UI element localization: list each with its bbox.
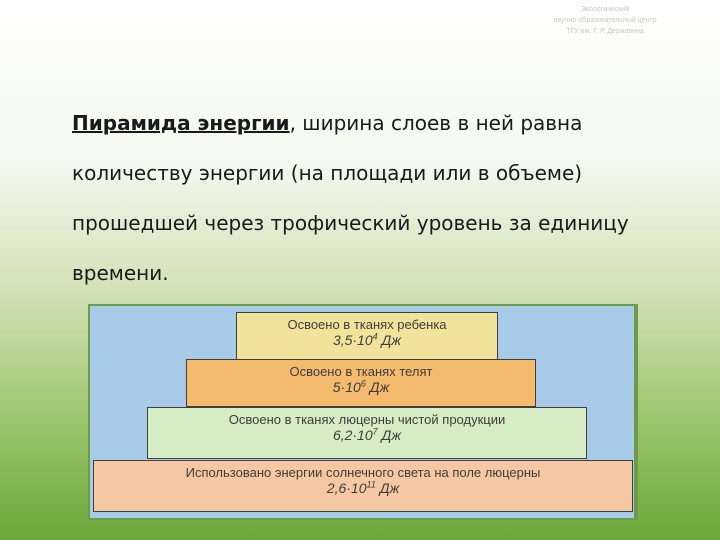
pyramid-term: Пирамида энергии	[72, 111, 290, 135]
value-unit: Дж	[375, 480, 400, 496]
layer-value: 6,2·107 Дж	[148, 427, 586, 444]
value-exponent: 11	[366, 479, 376, 490]
energy-pyramid-figure: Освоено в тканях ребенка 3,5·104 Дж Осво…	[88, 304, 638, 520]
layer-value: 5·106 Дж	[187, 379, 535, 396]
value-exponent: 7	[372, 426, 378, 437]
layer-value: 2,6·1011 Дж	[94, 480, 632, 497]
value-mantissa: 2,6·10	[326, 480, 367, 496]
layer-label: Освоено в тканях люцерны чистой продукци…	[228, 412, 506, 427]
pyramid-layer-calves: Освоено в тканях телят 5·106 Дж	[186, 359, 536, 407]
value-unit: Дж	[365, 379, 390, 395]
organization-line: ТГУ им. Г. Р. Державина	[566, 28, 644, 35]
intro-paragraph: Пирамида энергии, ширина слоев в ней рав…	[72, 98, 672, 298]
pyramid-layer-child: Освоено в тканях ребенка 3,5·104 Дж	[236, 312, 498, 361]
layer-label: Освоено в тканях телят	[289, 364, 433, 379]
layer-label: Освоено в тканях ребенка	[287, 317, 447, 332]
pyramid-layer-sunlight: Использовано энергии солнечного света на…	[93, 460, 633, 512]
value-unit: Дж	[377, 427, 402, 443]
layer-label: Использовано энергии солнечного света на…	[185, 465, 541, 480]
value-exponent: 6	[360, 378, 366, 389]
value-unit: Дж	[377, 332, 402, 348]
pyramid-layer-alfalfa: Освоено в тканях люцерны чистой продукци…	[147, 407, 587, 459]
value-exponent: 4	[372, 331, 378, 342]
organization-note: Экологический научно-образовательный цен…	[520, 4, 690, 37]
intro-text: , ширина слоев в ней равна количеству эн…	[72, 111, 629, 285]
organization-line: научно-образовательный центр	[553, 17, 657, 24]
layer-value: 3,5·104 Дж	[237, 332, 497, 349]
organization-line: Экологический	[580, 6, 630, 13]
value-mantissa: 5·10	[332, 379, 361, 395]
value-mantissa: 3,5·10	[332, 332, 373, 348]
value-mantissa: 6,2·10	[332, 427, 373, 443]
